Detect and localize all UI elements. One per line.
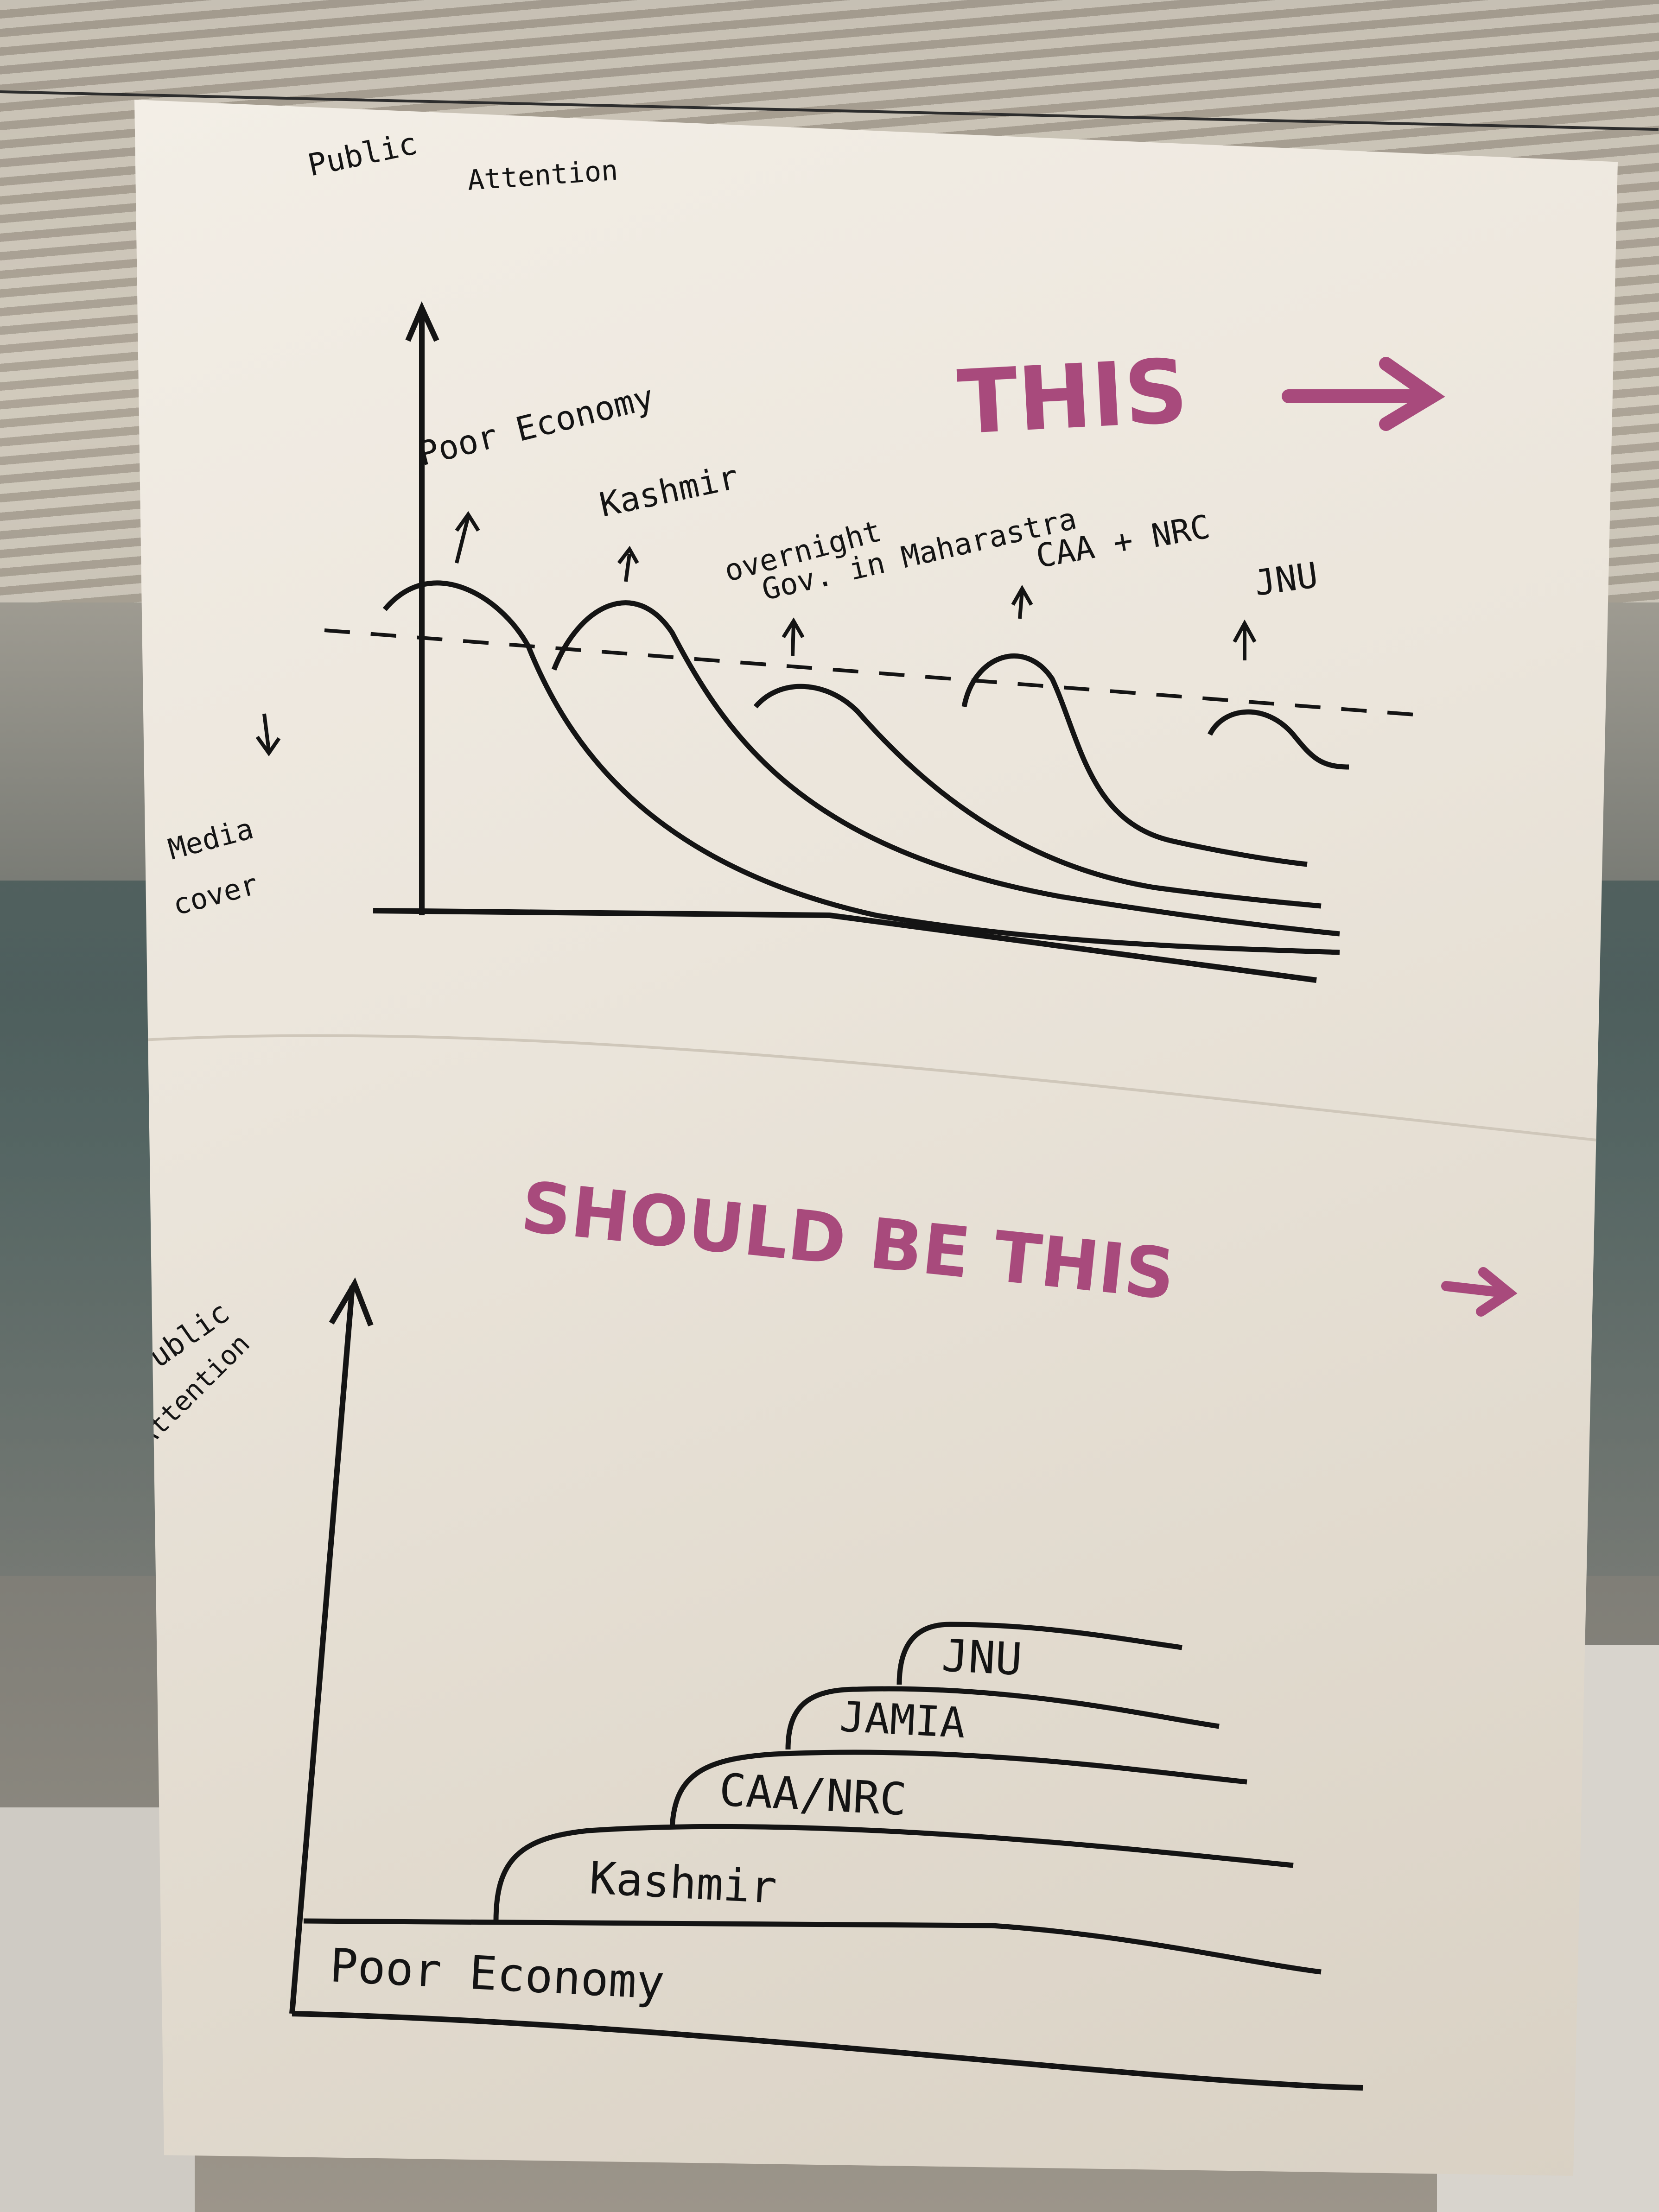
arrow-up-icon bbox=[1011, 584, 1033, 619]
layer-caa-nrc-line bbox=[669, 1749, 1247, 1829]
arrow-up-icon bbox=[455, 511, 480, 564]
top-chart: Public Attention Poor Economy Kashmir ov… bbox=[165, 126, 1445, 983]
curve-jnu bbox=[1208, 709, 1349, 770]
layer-jnu-line bbox=[896, 1622, 1182, 1685]
arrow-up-icon bbox=[617, 545, 639, 582]
label-kashmir: Kashmir bbox=[596, 457, 742, 524]
label-jnu-top: JNU bbox=[1252, 554, 1320, 604]
arrow-down-icon bbox=[255, 713, 281, 756]
layer-label-jnu: JNU bbox=[941, 1629, 1023, 1686]
layer-label-jamia: JAMIA bbox=[839, 1692, 966, 1748]
side-label-cover: cover bbox=[169, 867, 261, 922]
bottom-chart: SHOULD BE THIS Public Attention Poor Eco… bbox=[134, 1167, 1518, 2091]
layer-kashmir-line bbox=[493, 1824, 1294, 1921]
top-y-label-attention: Attention bbox=[466, 154, 619, 197]
top-y-label-public: Public bbox=[305, 126, 420, 184]
layer-jamia-line bbox=[785, 1686, 1220, 1750]
side-label-media: Media bbox=[165, 811, 257, 867]
label-poor-economy: Poor Economy bbox=[414, 377, 658, 473]
top-threshold-dashed-line bbox=[324, 628, 1433, 718]
layer-label-kashmir: Kashmir bbox=[588, 1852, 778, 1914]
poster-drawing: Public Attention Poor Economy Kashmir ov… bbox=[134, 126, 1618, 2091]
top-x-axis bbox=[373, 908, 1317, 983]
arrow-up-icon bbox=[782, 617, 805, 656]
bottom-x-axis bbox=[292, 2011, 1363, 2091]
top-y-axis-arrow-icon bbox=[405, 301, 439, 342]
hand-drawn-poster: Public Attention Poor Economy Kashmir ov… bbox=[134, 100, 1618, 2176]
curve-overnight-gov bbox=[753, 684, 1322, 909]
layer-label-caa-nrc: CAA/NRC bbox=[718, 1764, 908, 1825]
pink-arrow-right-icon bbox=[1282, 357, 1445, 431]
curve-caa-nrc bbox=[961, 653, 1308, 867]
arrow-up-icon bbox=[1233, 619, 1257, 660]
bottom-y-axis bbox=[289, 1286, 355, 2014]
layer-poor-economy-line bbox=[303, 1918, 1322, 1975]
paper-fold-line bbox=[134, 1034, 1618, 1144]
title-this: THIS bbox=[955, 340, 1190, 454]
curve-poor-economy bbox=[382, 580, 1340, 955]
layer-label-poor-economy: Poor Economy bbox=[329, 1938, 666, 2010]
pink-arrow-right-small-icon bbox=[1441, 1267, 1518, 1317]
curve-kashmir bbox=[551, 600, 1340, 937]
title-should-be-this: SHOULD BE THIS bbox=[517, 1167, 1178, 1316]
bottom-y-axis-arrow-icon bbox=[329, 1277, 374, 1327]
